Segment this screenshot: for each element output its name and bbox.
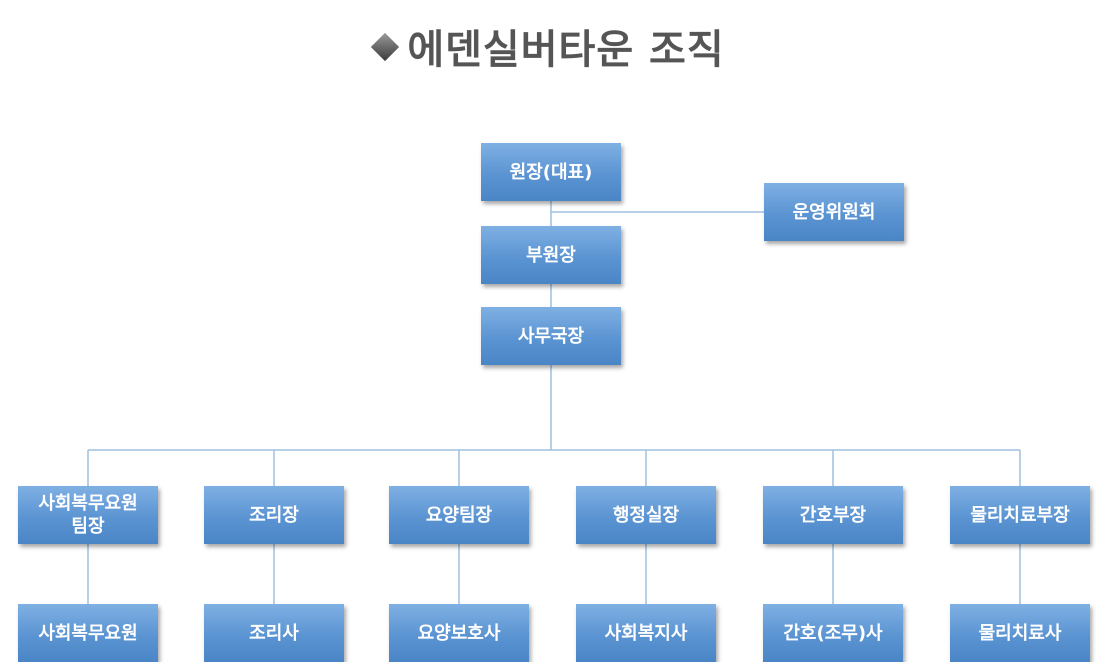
node-physio-head-label: 물리치료부장 (970, 504, 1070, 526)
node-nurse-aide: 간호(조무)사 (763, 604, 903, 662)
node-director-label: 원장(대표) (509, 161, 593, 183)
node-social-service-lead: 사회복무요원 팀장 (18, 486, 158, 544)
node-committee: 운영위원회 (764, 183, 904, 241)
node-head-cook-label: 조리장 (249, 504, 299, 526)
node-cook-label: 조리사 (249, 622, 299, 644)
node-social-worker: 사회복지사 (576, 604, 716, 662)
page-title-text: 에덴실버타운 조직 (407, 27, 725, 73)
node-secretary-general: 사무국장 (481, 307, 621, 365)
node-cook: 조리사 (204, 604, 344, 662)
node-nurse-aide-label: 간호(조무)사 (783, 622, 883, 644)
node-vice-director-label: 부원장 (526, 244, 576, 266)
node-social-service-worker-label: 사회복무요원 (38, 622, 138, 644)
node-physio-head: 물리치료부장 (950, 486, 1090, 544)
node-physio-therapist: 물리치료사 (950, 604, 1090, 662)
node-care-team-lead-label: 요양팀장 (425, 504, 493, 526)
node-social-service-lead-label: 사회복무요원 팀장 (38, 493, 138, 537)
node-head-nurse-label: 간호부장 (799, 504, 867, 526)
node-head-cook: 조리장 (204, 486, 344, 544)
node-social-worker-label: 사회복지사 (604, 622, 688, 644)
node-social-service-worker: 사회복무요원 (18, 604, 158, 662)
node-vice-director: 부원장 (481, 226, 621, 284)
node-admin-head: 행정실장 (576, 486, 716, 544)
node-care-team-lead: 요양팀장 (389, 486, 529, 544)
node-committee-label: 운영위원회 (792, 201, 876, 223)
node-secretary-general-label: 사무국장 (517, 325, 585, 347)
node-admin-head-label: 행정실장 (612, 504, 680, 526)
node-director: 원장(대표) (481, 143, 621, 201)
node-physio-therapist-label: 물리치료사 (978, 622, 1062, 644)
page-title: 에덴실버타운 조직 (0, 22, 1100, 78)
node-caregiver-label: 요양보호사 (417, 622, 501, 644)
node-caregiver: 요양보호사 (389, 604, 529, 662)
node-head-nurse: 간호부장 (763, 486, 903, 544)
